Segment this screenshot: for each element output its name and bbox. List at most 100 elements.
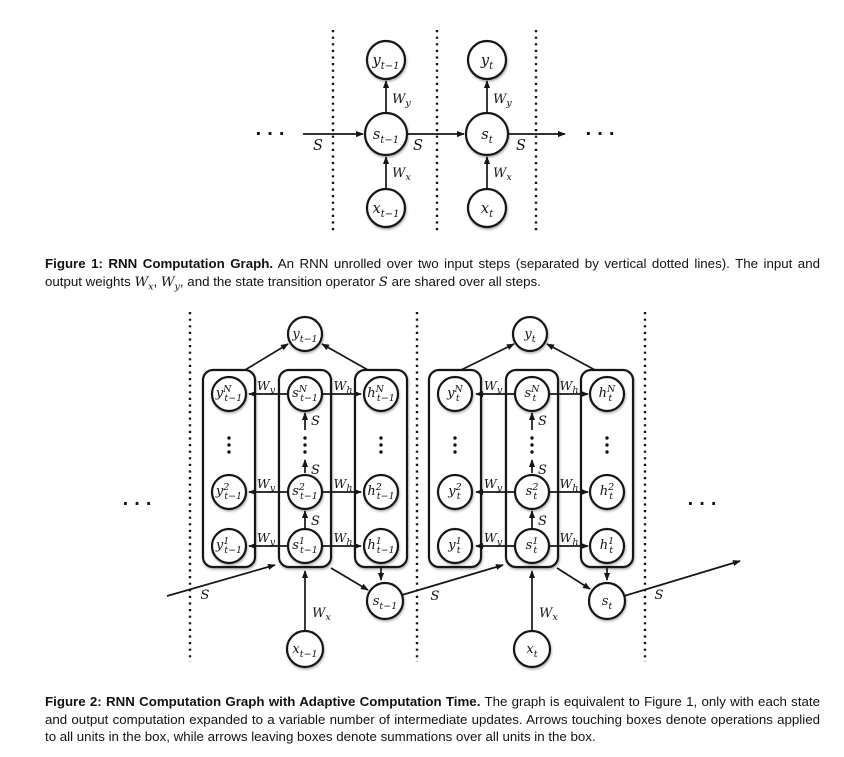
operator-label-s: S — [538, 463, 547, 478]
node-label-x-cur: xt — [481, 201, 494, 220]
figure1-caption: Figure 1: RNN Computation Graph. An RNN … — [45, 255, 820, 294]
math-s-operator: S — [378, 274, 388, 290]
node-label: yt — [523, 327, 535, 345]
figure2-caption-label: Figure 2: RNN Computation Graph with Ada… — [45, 693, 481, 709]
weight-label-wy: Wy — [484, 530, 503, 548]
node-s-unit — [286, 375, 324, 413]
weight-label-wy: Wy — [493, 92, 512, 109]
edge-hbox-to-y — [546, 343, 596, 371]
edges — [166, 343, 741, 630]
operator-label-s: S — [431, 589, 440, 604]
operator-label-s: S — [538, 414, 547, 429]
node-h-unit — [362, 527, 400, 565]
h-units-box — [579, 368, 635, 569]
edge-sbox-to-sout — [556, 567, 591, 590]
y-units-box — [201, 368, 257, 569]
node-h-unit — [588, 375, 626, 413]
node-label: yt−1 — [291, 327, 317, 345]
operator-label-s: S — [311, 463, 320, 478]
caption-text: , and the state transition operator — [179, 273, 379, 289]
node-h-unit — [362, 375, 400, 413]
node-label-y-prev: yt−1 — [372, 53, 400, 72]
weight-label-wx: Wx — [539, 606, 558, 623]
edge-ybox-to-y — [244, 343, 289, 371]
weight-label-wh: Wh — [560, 530, 579, 548]
node-label-y-cur: yt — [480, 53, 494, 72]
vertical-dots — [227, 436, 609, 454]
nodes: yt−1 yt st−1 st xt−1 xt — [363, 39, 510, 229]
node-y-unit — [210, 473, 248, 511]
figure1-rnn-graph: Wy Wx Wy Wx S S S yt−1 yt st−1 st xt−1 x… — [255, 30, 615, 232]
node-y-unit — [210, 375, 248, 413]
operator-label-s: S — [655, 588, 664, 603]
operator-label-s: S — [538, 514, 547, 529]
weight-label-wx: Wx — [493, 166, 512, 183]
node-s-unit — [513, 527, 551, 565]
weight-label-wh: Wh — [560, 476, 579, 494]
node-x-cur — [512, 629, 552, 669]
node-y-cur — [511, 315, 549, 353]
weight-label-wy: Wy — [484, 378, 503, 396]
node-y-prev — [365, 39, 407, 81]
node-s-cur-out — [587, 581, 627, 621]
vdots — [227, 436, 231, 454]
weight-label-wh: Wh — [560, 378, 579, 396]
vdots — [379, 436, 383, 454]
ellipsis-right: · · · — [585, 124, 614, 143]
node-s-unit — [513, 375, 551, 413]
vdots — [530, 436, 534, 454]
vdots — [453, 436, 457, 454]
edge-labels: Wy Wx Wy Wx S S S — [313, 92, 526, 183]
node-x-prev — [365, 187, 407, 229]
node-h-unit — [588, 473, 626, 511]
operator-label-s: S — [201, 588, 210, 603]
step-separators — [188, 311, 647, 662]
unit-boxes — [201, 368, 635, 569]
ellipsis-right: · · · — [687, 494, 716, 513]
weight-label-wy: Wy — [484, 476, 503, 494]
node-s-unit — [513, 473, 551, 511]
edges — [303, 80, 566, 188]
operator-label-s: S — [313, 138, 323, 154]
weight-label-wy: Wy — [392, 92, 411, 109]
math-wx: W — [134, 274, 149, 290]
node-x-prev — [285, 629, 325, 669]
node-y-unit — [436, 473, 474, 511]
edge-sbox-to-sout — [330, 567, 369, 591]
weight-label-wy: Wy — [257, 530, 276, 548]
ellipsis-left: · · · — [122, 494, 151, 513]
node-label: xt — [526, 642, 537, 660]
node-label-s-prev: st−1 — [373, 127, 399, 146]
figure2-act-rnn-graph: Wy Wh Wy Wh Wy Wh Wy Wh Wy Wh Wy Wh S S … — [122, 311, 741, 669]
operator-label-s: S — [413, 138, 423, 154]
weight-label-wx: Wx — [312, 606, 331, 623]
edge-sout-to-next — [401, 564, 504, 596]
h-units-box — [353, 368, 409, 569]
vdots — [303, 436, 307, 454]
caption-text: are shared over all steps. — [387, 273, 541, 289]
node-x-cur — [466, 187, 508, 229]
edge-ybox-to-y — [460, 343, 515, 371]
weight-label-wh: Wh — [334, 476, 353, 494]
weight-label-wy: Wy — [257, 476, 276, 494]
node-h-unit — [588, 527, 626, 565]
weight-label-wy: Wy — [257, 378, 276, 396]
node-label: xt−1 — [292, 642, 317, 660]
figure1-caption-label: Figure 1: RNN Computation Graph. — [45, 256, 274, 271]
edge-hbox-to-y — [321, 343, 369, 371]
